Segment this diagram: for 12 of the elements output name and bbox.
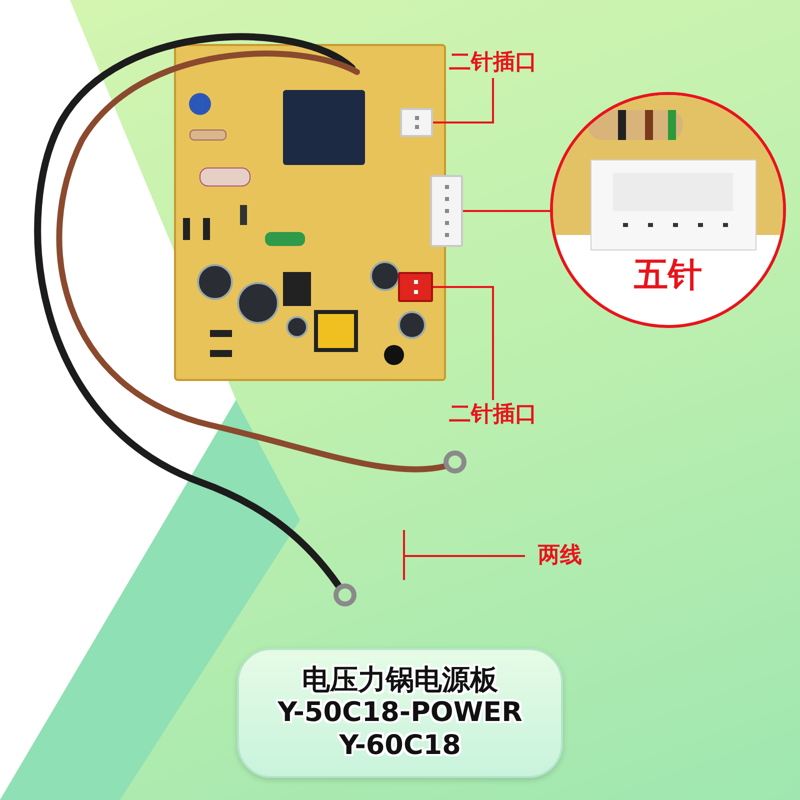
callout-label: 五针 xyxy=(633,255,703,295)
leader-line xyxy=(433,78,494,124)
leader-line xyxy=(433,286,494,400)
leader-line xyxy=(463,210,550,212)
leader-line xyxy=(403,529,526,581)
callout-label: 二针插口 xyxy=(443,48,543,78)
model-text: Y-60C18 xyxy=(339,730,461,764)
callout-label: 两线 xyxy=(525,541,595,571)
title-panel xyxy=(237,648,563,778)
callout-label: 二针插口 xyxy=(443,400,543,430)
title-text: 电压力锅电源板 xyxy=(302,662,498,698)
model-text: Y-50C18-POWER xyxy=(278,697,522,730)
